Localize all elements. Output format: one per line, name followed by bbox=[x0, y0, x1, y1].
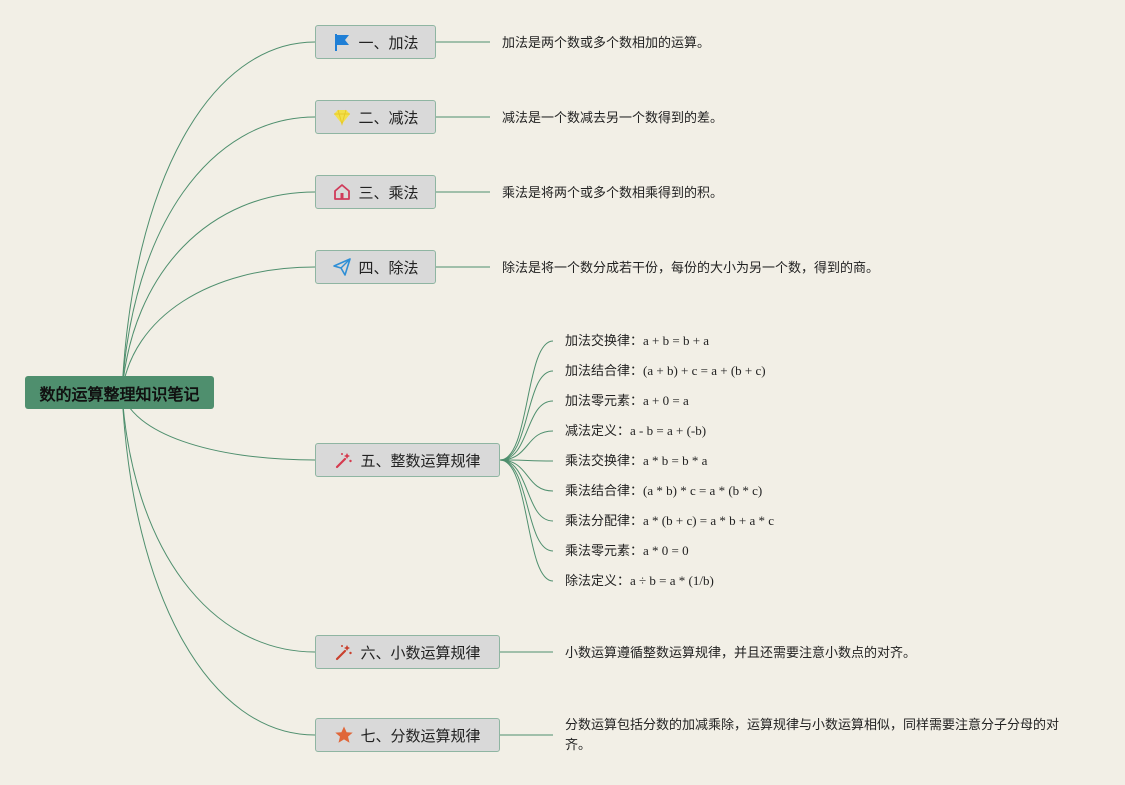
topic-label: 三、乘法 bbox=[358, 183, 419, 202]
rule-item: 除法定义：a ÷ b = a * (1/b) bbox=[565, 573, 714, 589]
root-title: 数的运算整理知识笔记 bbox=[39, 384, 200, 404]
rule-item: 乘法零元素：a * 0 = 0 bbox=[565, 543, 689, 559]
rule-line bbox=[499, 459, 554, 522]
rule-line bbox=[499, 459, 554, 492]
rule-item: 加法零元素：a + 0 = a bbox=[565, 393, 689, 409]
topic-decimal-rules[interactable]: 六、小数运算规律 bbox=[315, 635, 500, 669]
rule-line bbox=[499, 400, 554, 461]
topic-note: 减法是一个数减去另一个数得到的差。 bbox=[502, 111, 724, 126]
topic-label: 五、整数运算规律 bbox=[360, 451, 481, 470]
rule-item: 减法定义：a - b = a + (-b) bbox=[565, 423, 707, 439]
flag-icon bbox=[335, 34, 350, 51]
topic-note: 加法是两个数或多个数相加的运算。 bbox=[502, 36, 711, 51]
root-topic[interactable]: 数的运算整理知识笔记 bbox=[25, 376, 214, 409]
magic-wand-icon bbox=[336, 453, 353, 469]
topic-integer-rules[interactable]: 五、整数运算规律 bbox=[315, 443, 500, 477]
rule-line bbox=[499, 340, 554, 461]
paper-plane-icon bbox=[333, 258, 352, 276]
rule-item: 乘法交换律：a * b = b * a bbox=[565, 453, 708, 469]
topic-note: 小数运算遵循整数运算规律，并且还需要注意小数点的对齐。 bbox=[565, 646, 917, 661]
branch-line bbox=[121, 116, 316, 393]
home-icon bbox=[334, 184, 351, 200]
rule-line bbox=[499, 459, 554, 582]
rule-line bbox=[499, 459, 554, 552]
rule-item: 乘法分配律：a * (b + c) = a * b + a * c bbox=[565, 513, 775, 529]
topic-note: 除法是将一个数分成若干份，每份的大小为另一个数，得到的商。 bbox=[502, 261, 880, 276]
rule-item: 加法结合律：(a + b) + c = a + (b + c) bbox=[565, 363, 766, 379]
topic-label: 一、加法 bbox=[358, 33, 419, 52]
topic-addition[interactable]: 一、加法 bbox=[315, 25, 436, 59]
topic-note: 分数运算包括分数的加减乘除，运算规律与小数运算相似，同样需要注意分子分母的对齐。 bbox=[565, 718, 1060, 753]
topic-fraction-rules[interactable]: 七、分数运算规律 bbox=[315, 718, 500, 752]
star-icon bbox=[335, 726, 354, 743]
rule-line bbox=[499, 370, 554, 461]
rule-item: 乘法结合律：(a * b) * c = a * (b * c) bbox=[565, 483, 763, 499]
topic-label: 二、减法 bbox=[358, 108, 419, 127]
rule-line bbox=[499, 430, 554, 461]
branch-line bbox=[121, 266, 316, 393]
branch-line bbox=[121, 391, 316, 653]
topic-multiplication[interactable]: 三、乘法 bbox=[315, 175, 436, 209]
branch-line bbox=[121, 191, 316, 393]
branch-line bbox=[121, 41, 316, 393]
topic-note: 乘法是将两个或多个数相乘得到的积。 bbox=[502, 186, 724, 201]
rule-item: 加法交换律：a + b = b + a bbox=[565, 333, 710, 349]
topic-label: 六、小数运算规律 bbox=[360, 643, 481, 662]
rule-line bbox=[499, 459, 554, 462]
branch-line bbox=[121, 391, 316, 736]
topic-label: 七、分数运算规律 bbox=[360, 726, 481, 745]
topic-subtraction[interactable]: 二、减法 bbox=[315, 100, 436, 134]
magic-wand-icon bbox=[336, 645, 353, 661]
topic-label: 四、除法 bbox=[358, 258, 419, 277]
diamond-icon bbox=[334, 109, 351, 126]
topic-division[interactable]: 四、除法 bbox=[315, 250, 436, 284]
